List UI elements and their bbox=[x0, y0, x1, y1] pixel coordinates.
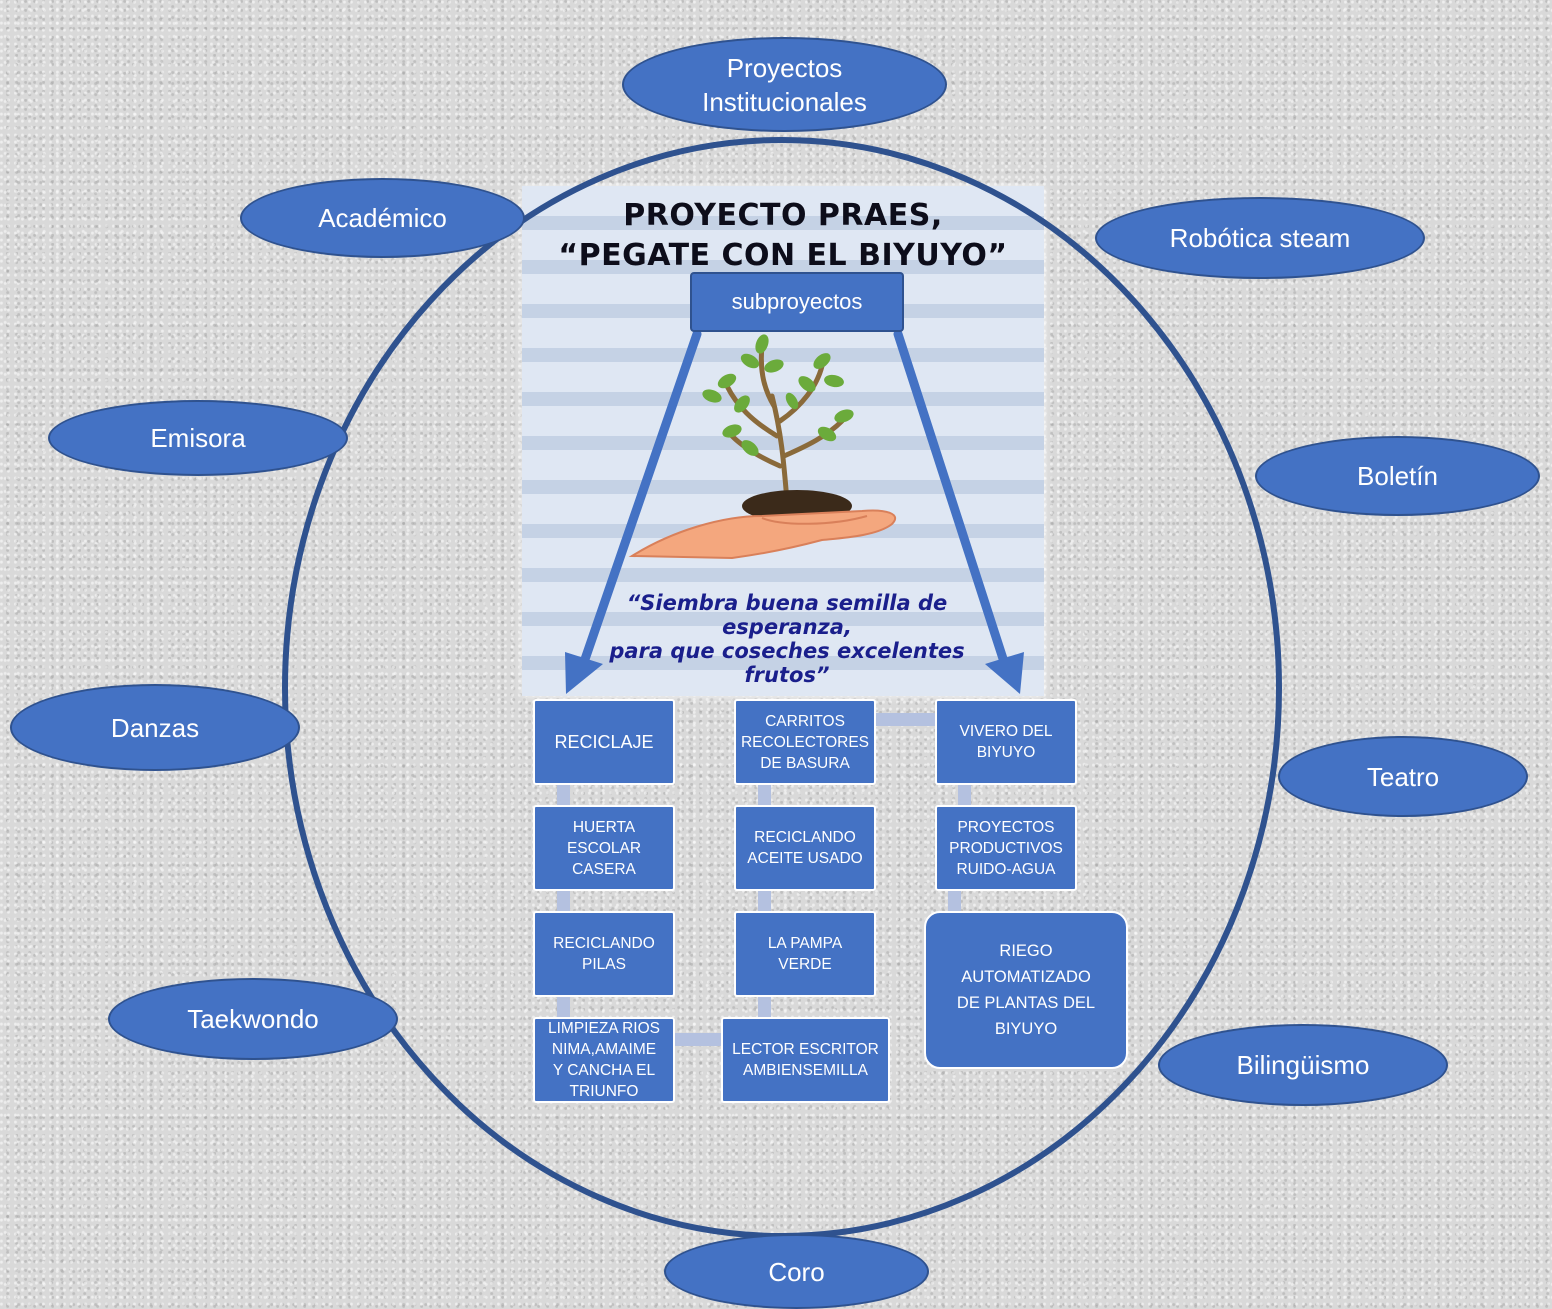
box-text: VERDE bbox=[778, 956, 832, 973]
box-text: ESCOLAR bbox=[566, 839, 642, 857]
box-text: PILAS bbox=[582, 956, 626, 973]
box-reciclaje: RECICLAJE bbox=[533, 699, 675, 785]
box-text: RECICLANDO bbox=[754, 829, 856, 846]
oval-text: Institucionales bbox=[702, 86, 867, 117]
arrow-right-shaft bbox=[893, 329, 1011, 673]
oval-text: Académico bbox=[318, 203, 447, 233]
quote-line3: para que coseches excelentes bbox=[609, 639, 965, 663]
box-vivero: VIVERO DEL BIYUYO bbox=[935, 699, 1077, 785]
quote-line4: frutos” bbox=[744, 663, 830, 687]
box-text: RIEGO bbox=[999, 942, 1053, 960]
box-text: PRODUCTIVOS bbox=[949, 839, 1063, 857]
arrow-left-shaft bbox=[577, 329, 702, 673]
oval-text: Taekwondo bbox=[187, 1004, 319, 1034]
connector bbox=[674, 1033, 724, 1046]
box-text: Y CANCHA EL bbox=[552, 1062, 656, 1079]
oval-teatro: Teatro bbox=[1278, 736, 1528, 817]
connector bbox=[557, 994, 570, 1018]
poster-quote: “Siembra buena semilla de esperanza, par… bbox=[562, 591, 1012, 687]
box-huerta: HUERTA ESCOLAR CASERA bbox=[533, 805, 675, 891]
oval-taekwondo: Taekwondo bbox=[108, 978, 398, 1060]
connector bbox=[758, 994, 771, 1018]
box-aceite: RECICLANDO ACEITE USADO bbox=[734, 805, 876, 891]
oval-text: Boletín bbox=[1357, 461, 1438, 491]
oval-text: Danzas bbox=[110, 712, 200, 743]
connector bbox=[557, 782, 570, 808]
arrow-right-head bbox=[985, 652, 1024, 694]
project-poster: PROYECTO PRAES, “PEGATE CON EL BIYUYO” bbox=[522, 186, 1044, 696]
box-text: DE BASURA bbox=[760, 754, 850, 772]
connector bbox=[758, 888, 771, 914]
oval-academico: Académico bbox=[240, 178, 525, 258]
box-riego: RIEGO AUTOMATIZADO DE PLANTAS DEL BIYUYO bbox=[924, 911, 1128, 1069]
box-text: CASERA bbox=[572, 860, 636, 878]
box-text: BIYUYO bbox=[976, 744, 1036, 761]
box-text: RUIDO-AGUA bbox=[956, 860, 1056, 878]
oval-bilinguismo: Bilingüismo bbox=[1158, 1024, 1448, 1106]
oval-boletin: Boletín bbox=[1255, 436, 1540, 516]
box-text: PROYECTOS bbox=[957, 818, 1055, 836]
oval-text: Proyectos bbox=[726, 52, 843, 83]
quote-line2: esperanza, bbox=[722, 615, 852, 639]
box-text: AUTOMATIZADO bbox=[961, 968, 1091, 986]
box-carritos: CARRITOS RECOLECTORES DE BASURA bbox=[734, 699, 876, 785]
oval-text: Bilingüismo bbox=[1236, 1050, 1370, 1080]
oval-text: Emisora bbox=[150, 423, 246, 453]
box-pilas: RECICLANDO PILAS bbox=[533, 911, 675, 997]
poster-title-line2: “PEGATE CON EL BIYUYO” bbox=[558, 238, 1008, 273]
box-lector: LECTOR ESCRITOR AMBIENSEMILLA bbox=[721, 1017, 890, 1103]
box-text: VIVERO DEL bbox=[959, 723, 1053, 740]
quote-line1: “Siembra buena semilla de bbox=[626, 591, 948, 615]
connector bbox=[876, 713, 936, 726]
connector bbox=[557, 888, 570, 914]
connector bbox=[948, 888, 961, 916]
box-text: HUERTA bbox=[572, 818, 636, 836]
box-text: LA PAMPA bbox=[767, 935, 843, 952]
box-text: RECICLANDO bbox=[553, 935, 655, 952]
box-text: RECOLECTORES bbox=[740, 733, 870, 751]
box-text: ACEITE USADO bbox=[747, 850, 863, 867]
oval-text: Coro bbox=[768, 1256, 825, 1287]
plant-in-hand-illustration bbox=[628, 334, 897, 560]
arrow-left-head bbox=[565, 652, 603, 694]
poster-title-line1: PROYECTO PRAES, bbox=[623, 198, 943, 233]
box-text: RECICLAJE bbox=[554, 731, 654, 752]
box-text: AMBIENSEMILLA bbox=[743, 1062, 868, 1079]
box-text: NIMA,AMAIME bbox=[551, 1041, 657, 1058]
box-text: DE PLANTAS DEL bbox=[956, 994, 1096, 1012]
oval-proyectos-institucionales: Proyectos Institucionales bbox=[622, 37, 947, 132]
box-productivos: PROYECTOS PRODUCTIVOS RUIDO-AGUA bbox=[935, 805, 1077, 891]
oval-emisora: Emisora bbox=[48, 400, 348, 476]
connector bbox=[758, 782, 771, 808]
box-limpieza: LIMPIEZA RIOS NIMA,AMAIME Y CANCHA EL TR… bbox=[533, 1017, 675, 1103]
oval-robotica: Robótica steam bbox=[1095, 197, 1425, 279]
box-pampa: LA PAMPA VERDE bbox=[734, 911, 876, 997]
box-text: CARRITOS bbox=[765, 712, 845, 730]
subproyectos-box: subproyectos bbox=[690, 272, 904, 332]
box-text: LECTOR ESCRITOR bbox=[732, 1041, 879, 1058]
box-text: LIMPIEZA RIOS bbox=[548, 1020, 660, 1037]
oval-text: Teatro bbox=[1366, 761, 1440, 792]
oval-danzas: Danzas bbox=[10, 684, 300, 771]
oval-coro: Coro bbox=[664, 1234, 929, 1309]
oval-text: Robótica steam bbox=[1169, 223, 1351, 253]
box-text: BIYUYO bbox=[994, 1020, 1058, 1038]
connector bbox=[958, 782, 971, 808]
box-text: TRIUNFO bbox=[569, 1083, 639, 1100]
